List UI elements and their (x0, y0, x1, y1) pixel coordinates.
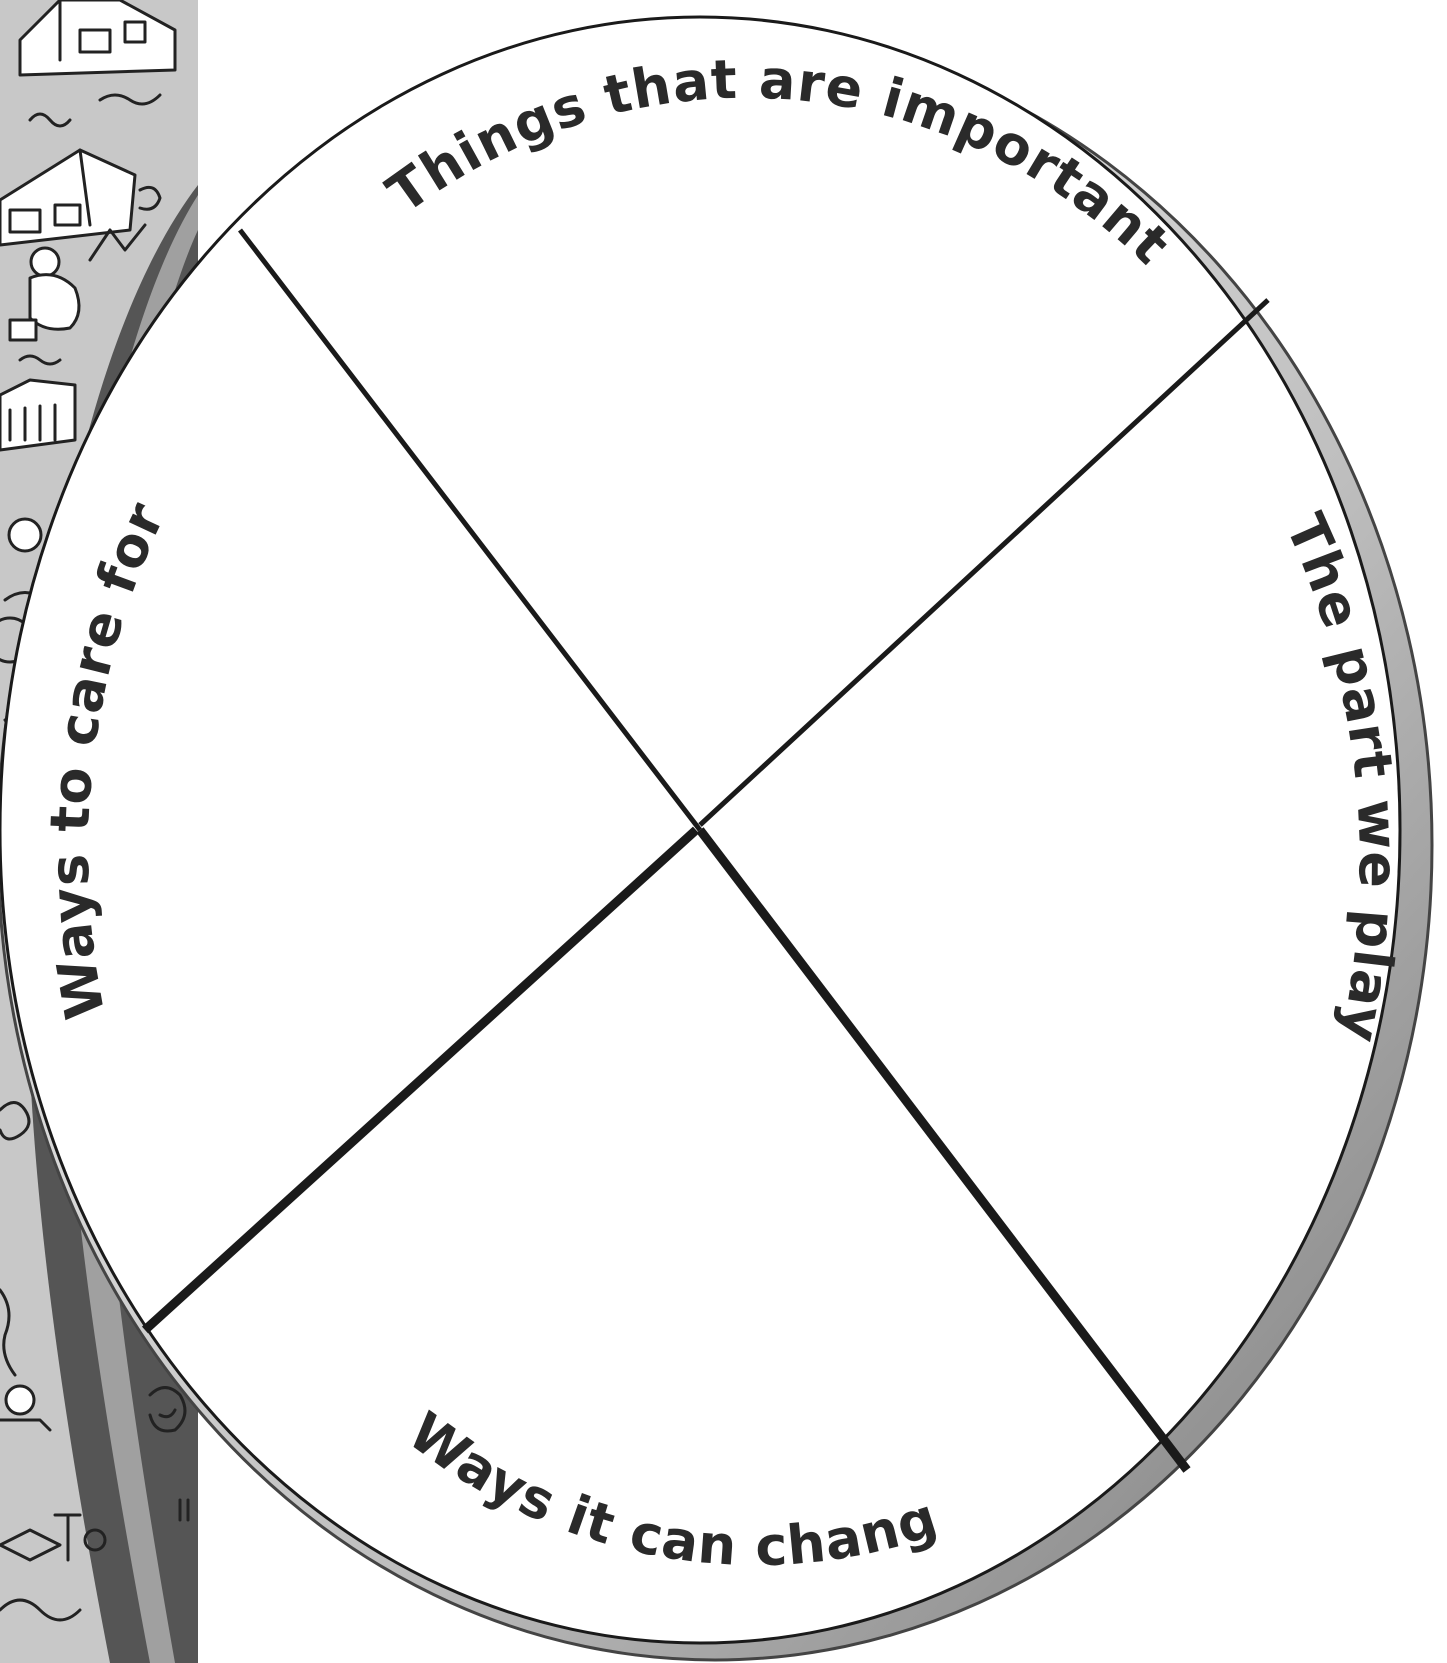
diagram-canvas: Things that are important The part we pl… (0, 0, 1447, 1663)
wheel-diagram: Things that are important The part we pl… (0, 0, 1447, 1663)
